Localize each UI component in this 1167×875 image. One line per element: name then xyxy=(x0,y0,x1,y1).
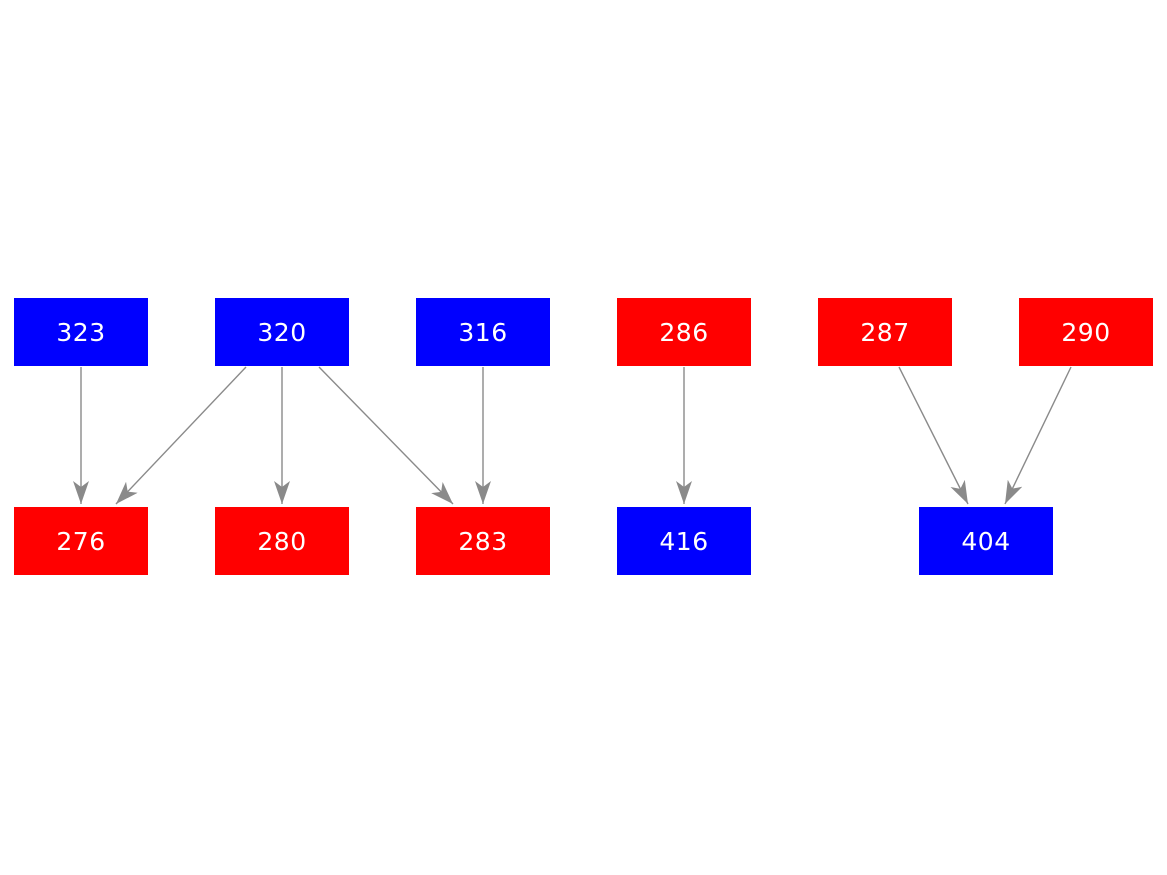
graph-node-323: 323 xyxy=(14,298,148,366)
graph-node-287: 287 xyxy=(818,298,952,366)
edge-group xyxy=(73,366,1072,505)
graph-node-290: 290 xyxy=(1019,298,1153,366)
node-label: 316 xyxy=(458,317,508,347)
node-label: 283 xyxy=(458,526,508,556)
node-label: 323 xyxy=(56,317,106,347)
node-label: 320 xyxy=(257,317,307,347)
node-label: 404 xyxy=(961,526,1011,556)
graph-node-416: 416 xyxy=(617,507,751,575)
graph-node-320: 320 xyxy=(215,298,349,366)
node-label: 276 xyxy=(56,526,106,556)
edge-320-to-283 xyxy=(318,366,454,505)
graph-node-286: 286 xyxy=(617,298,751,366)
edge-290-to-404 xyxy=(1004,366,1072,505)
graph-node-280: 280 xyxy=(215,507,349,575)
node-label: 286 xyxy=(659,317,709,347)
edge-320-to-276 xyxy=(115,366,247,505)
graph-node-276: 276 xyxy=(14,507,148,575)
node-label: 287 xyxy=(860,317,910,347)
node-label: 290 xyxy=(1061,317,1111,347)
node-label: 416 xyxy=(659,526,709,556)
graph-node-316: 316 xyxy=(416,298,550,366)
edge-287-to-404 xyxy=(898,366,969,505)
graph-node-283: 283 xyxy=(416,507,550,575)
graph-node-404: 404 xyxy=(919,507,1053,575)
node-label: 280 xyxy=(257,526,307,556)
